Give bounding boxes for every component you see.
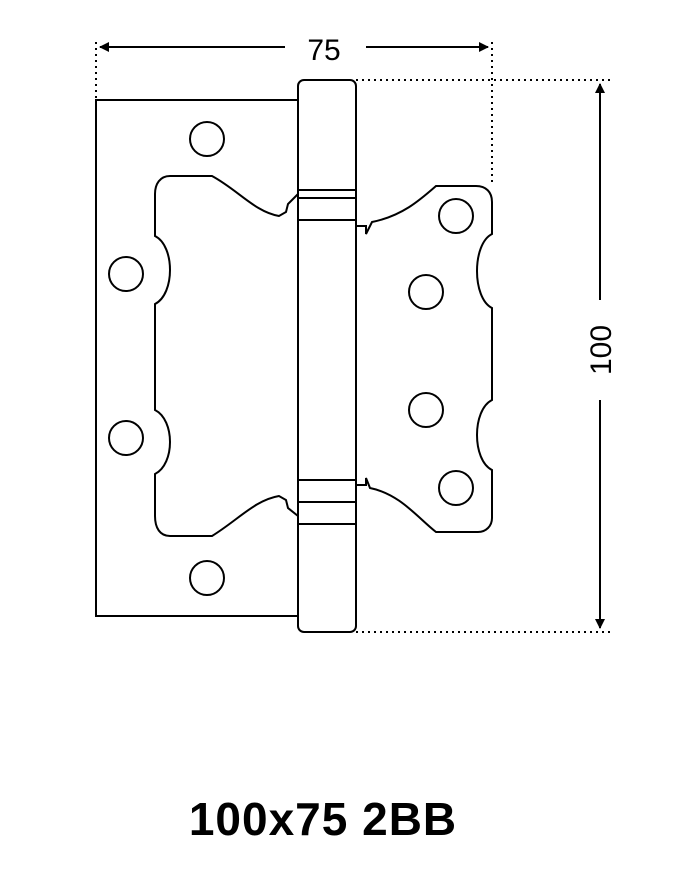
height-label: 100 <box>585 325 618 375</box>
screw-hole <box>438 470 474 506</box>
screw-hole <box>108 420 144 456</box>
width-label: 75 <box>307 34 340 67</box>
screw-hole <box>108 256 144 292</box>
screw-hole <box>408 274 444 310</box>
hinge <box>95 79 493 633</box>
inner-leaf <box>355 185 493 533</box>
extension-lines <box>95 42 614 633</box>
screw-hole <box>189 121 225 157</box>
screw-hole <box>438 198 474 234</box>
hinge-knuckle <box>297 79 357 633</box>
width-dimension: 75 <box>99 34 489 67</box>
height-dimension: 100 <box>585 83 618 629</box>
outer-leaf-cutout <box>154 175 299 537</box>
model-caption: 100x75 2BB <box>188 793 458 845</box>
screw-hole <box>408 392 444 428</box>
screw-hole <box>189 560 225 596</box>
